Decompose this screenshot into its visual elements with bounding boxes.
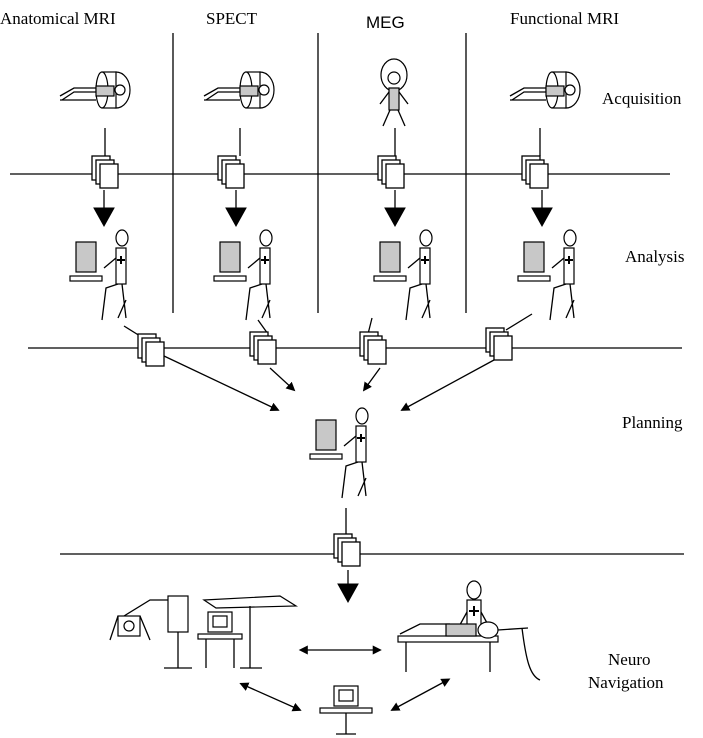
navigation-display-icon — [197, 595, 299, 669]
navigation-down-arrow — [337, 570, 359, 604]
planning-workstation-icon — [309, 407, 369, 499]
analyst-workstation-icon — [517, 229, 577, 321]
stage-label-acquisition: Acquisition — [602, 89, 682, 108]
acquisition-data-links — [104, 128, 541, 156]
analysis-data-links — [123, 313, 533, 337]
bidirectional-arrow — [239, 682, 302, 712]
surgeon-patient-icon — [397, 580, 541, 681]
stage-label-neuro: Neuro — [608, 650, 650, 669]
mri-scanner-icon — [59, 71, 131, 109]
stage-label-planning: Planning — [622, 413, 683, 432]
document-stack-icon — [91, 155, 119, 189]
analyst-workstation-icon — [69, 229, 129, 321]
bidirectional-arrow — [390, 678, 451, 711]
document-stack-icon — [217, 155, 245, 189]
document-stack-icon — [137, 333, 165, 367]
column-header-anatomical-mri: Anatomical MRI — [0, 9, 116, 28]
down-arrows — [93, 190, 553, 228]
document-stack-icon — [485, 327, 513, 361]
spect-scanner-icon — [203, 71, 275, 109]
column-header-spect: SPECT — [206, 9, 258, 28]
meg-subject-icon — [379, 58, 409, 127]
analyst-workstation-icon — [373, 229, 433, 321]
navigation-computer-icon — [319, 685, 373, 735]
document-stack-icon — [249, 331, 277, 365]
analyst-workstation-icon — [213, 229, 273, 321]
document-stack-icon — [333, 533, 361, 567]
camera-tracker-icon — [109, 595, 192, 669]
stage-label-navigation: Navigation — [588, 673, 664, 692]
document-stack-icon — [377, 155, 405, 189]
fmri-scanner-icon — [509, 71, 581, 109]
column-header-meg: MEG — [366, 13, 405, 32]
stage-label-analysis: Analysis — [625, 247, 685, 266]
document-stack-icon — [521, 155, 549, 189]
document-stack-icon — [359, 331, 387, 365]
converging-arrows — [163, 355, 495, 411]
column-header-functional-mri: Functional MRI — [510, 9, 619, 28]
column-dividers — [172, 33, 467, 313]
